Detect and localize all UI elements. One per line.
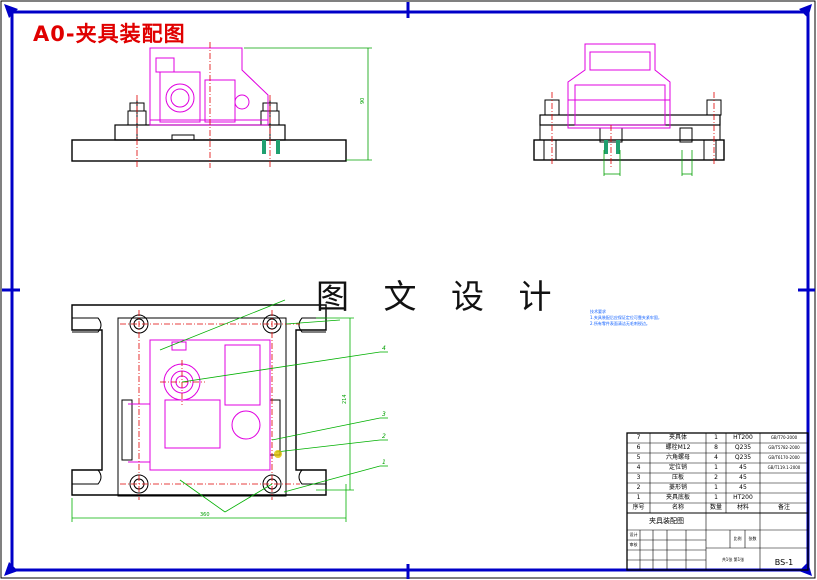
bom-cell-material: Q235 [734,444,752,451]
watermark-text: 图 文 设 计 [316,277,564,316]
drawing-number: BS-1 [774,558,794,567]
bom-header-material: 材料 [736,504,749,511]
bom-cell-qty: 4 [714,454,718,461]
top-view: 360 214 4 3 2 1 [71,299,388,522]
bom-cell-material: HT200 [733,494,753,501]
notes-heading: 技术要求 [590,309,606,314]
bom-header-remark: 备注 [777,504,790,511]
bom-cell-material: 45 [739,464,747,471]
bom-cell-no: 1 [636,494,641,501]
balloon-label: 4 [382,345,386,352]
label-designer: 设计 [629,532,638,537]
label-sheet: 张数 [748,536,757,541]
bom-cell-no: 4 [636,464,641,471]
bom-cell-no: 5 [636,454,641,461]
bom-header-no: 序号 [632,504,645,511]
dim-height-side: 90 [360,98,366,104]
bom-cell-name: 菱形销 [668,484,687,491]
bom-cell-material: 45 [739,474,747,481]
bom-cell-remark: GB/T5782-2000 [768,445,800,450]
bom-cell-remark: GB/T6170-2000 [768,455,800,460]
bom-header-name: 名称 [671,504,684,511]
bom-cell-name: 压板 [671,474,684,481]
base-plate-front [71,139,347,162]
dim-width-top: 360 [200,512,210,518]
label-sheet-count: 共1张 第1张 [721,557,745,562]
bom-cell-name: 夹具体 [668,434,687,441]
dim-height-top: 214 [342,394,348,404]
bom-cell-remark [760,483,808,493]
bom-cell-material: HT200 [733,434,753,441]
bom-header-qty: 数量 [709,504,722,511]
bom-cell-no: 6 [636,444,641,451]
label-checker: 审核 [629,542,638,547]
bom-cell-name: 六角螺母 [665,454,690,461]
bom-cell-material: Q235 [734,454,752,461]
bom-cell-qty: 1 [714,464,718,471]
balloon-label: 2 [382,433,386,440]
bom-cell-name: 定位销 [668,464,687,471]
notes-line: 1.夹具装配后应保证定位可靠夹紧牢固， [590,315,662,320]
side-view [533,43,725,176]
balloon-label: 3 [382,411,386,418]
bom-cell-qty: 1 [714,484,718,491]
bom-cell-remark: GB/T70-2000 [770,435,798,440]
bom-cell-name: 夹具底板 [665,494,690,501]
drawing-title: A0-夹具装配图 [33,22,186,46]
corner-arrows [4,4,812,576]
bom-cell-qty: 2 [714,474,718,481]
technical-notes: 技术要求 1.夹具装配后应保证定位可靠夹紧牢固， 2.所有零件表面清洁无毛刺锐边… [590,309,662,327]
bom-cell-qty: 1 [714,434,718,441]
label-scale: 比例 [733,536,742,541]
bom-cell-name: 螺栓M12 [665,444,691,451]
bom-cell-qty: 1 [714,494,718,501]
bom-cell-no: 7 [636,434,641,441]
bom-cell-no: 3 [636,474,641,481]
bom-cell-material: 45 [739,484,747,491]
drawing-name: 夹具装配图 [649,517,684,525]
bom-cell-remark [760,473,808,483]
bom-cell-remark: GB/T119.1-2000 [767,465,801,470]
title-block [626,432,809,571]
bom-cell-qty: 8 [714,444,718,451]
bom-cell-remark [760,493,808,503]
bom-cell-no: 2 [636,484,641,491]
balloon-label: 1 [382,459,386,466]
front-view: 90 [71,42,372,168]
notes-line: 2.所有零件表面清洁无毛刺锐边。 [590,321,650,326]
